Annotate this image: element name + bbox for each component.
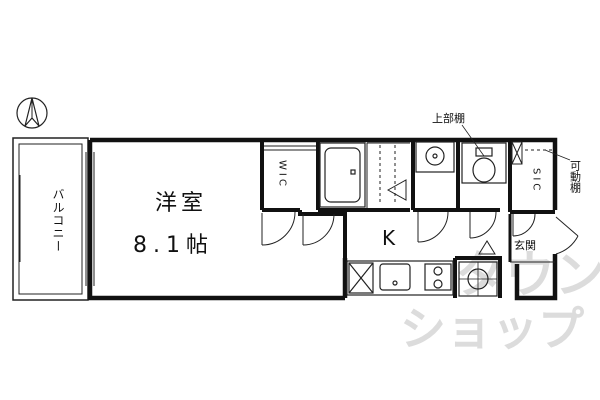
room-size: 8.1帖: [133, 233, 214, 258]
interior-walls: [260, 140, 555, 298]
watermark-line1: タウン: [455, 246, 600, 304]
watermark: タウン ショップ: [400, 246, 600, 356]
washer-space: [458, 261, 498, 297]
movable-shelf-leader: [544, 149, 571, 161]
toilet-icon: [461, 142, 507, 184]
bathtub: [319, 142, 366, 208]
washroom-door: [417, 211, 449, 243]
balcony-label: バルコニー: [51, 188, 65, 253]
sic-door: [512, 213, 536, 237]
sic: SIC: [511, 141, 553, 193]
watermark-line2: ショップ: [400, 302, 584, 356]
kitchen-counter: [346, 260, 454, 296]
bedroom-door: [261, 211, 296, 246]
wic-door: [302, 213, 335, 246]
sic-label: SIC: [531, 168, 542, 193]
north-arrow-icon: [16, 97, 48, 129]
corridor-arrow: [478, 240, 496, 255]
wic-label: WIC: [277, 160, 288, 189]
wic: WIC: [264, 145, 316, 189]
upper-shelf-leader: [461, 124, 485, 157]
upper-shelf-label: 上部棚: [432, 111, 465, 125]
washroom: [366, 142, 410, 208]
balcony: バルコニー: [12, 137, 89, 301]
balcony-window: [85, 152, 95, 286]
outer-walls: [87, 137, 558, 301]
front-door: [555, 216, 579, 255]
entrance-label: 玄関: [514, 238, 536, 252]
toilet-door: [469, 211, 497, 239]
movable-shelf-label: 可動棚: [569, 160, 582, 194]
kitchen-label: K: [382, 226, 396, 250]
room-name: 洋室: [155, 191, 207, 216]
basin-icon: [415, 141, 455, 173]
